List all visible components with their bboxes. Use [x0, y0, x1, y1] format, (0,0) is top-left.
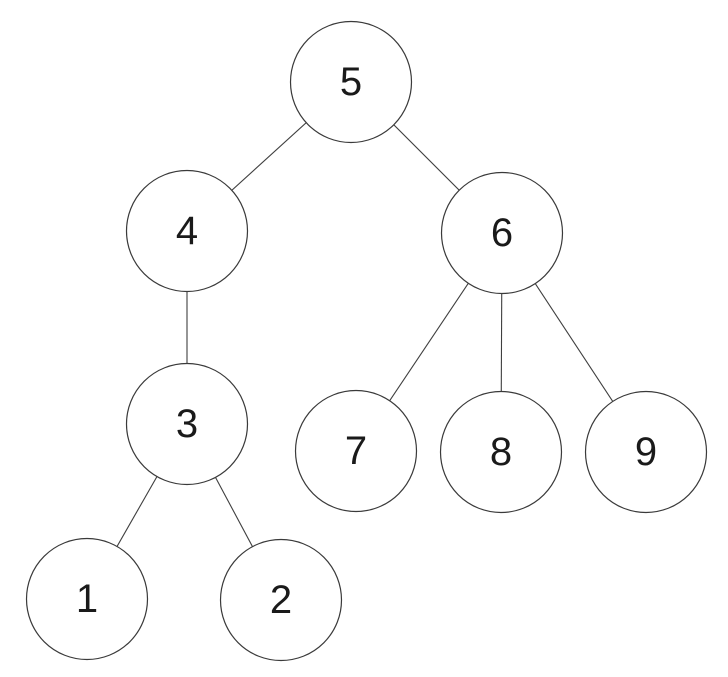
tree-node-circle-5 — [289, 20, 413, 144]
tree-node-circle-9 — [584, 390, 708, 514]
tree-node-circle-2 — [219, 538, 343, 662]
tree-node-label-4: 4 — [176, 209, 198, 253]
tree-node-label-7: 7 — [345, 429, 367, 473]
tree-node-label-6: 6 — [491, 211, 513, 255]
tree-node-label-5: 5 — [340, 60, 362, 104]
tree-node-label-8: 8 — [490, 430, 512, 474]
tree-node-circle-6 — [440, 171, 564, 295]
tree-node-7: 7 — [294, 389, 418, 513]
tree-node-4: 4 — [125, 169, 249, 293]
tree-node-3: 3 — [125, 362, 249, 486]
tree-node-circle-4 — [125, 169, 249, 293]
tree-node-2: 2 — [219, 538, 343, 662]
tree-node-circle-3 — [125, 362, 249, 486]
tree-node-6: 6 — [440, 171, 564, 295]
tree-node-1: 1 — [25, 537, 149, 661]
tree-edges-layer — [86, 81, 647, 601]
tree-node-label-9: 9 — [635, 430, 657, 474]
tree-node-label-3: 3 — [176, 402, 198, 446]
tree-node-5: 5 — [289, 20, 413, 144]
tree-node-8: 8 — [439, 390, 563, 514]
tree-node-circle-7 — [294, 389, 418, 513]
tree-node-circle-8 — [439, 390, 563, 514]
tree-nodes-layer: 5 4 6 3 7 8 9 1 2 — [25, 20, 708, 662]
tree-node-9: 9 — [584, 390, 708, 514]
tree-node-label-2: 2 — [270, 578, 292, 622]
tree-node-label-1: 1 — [76, 577, 98, 621]
tree-node-circle-1 — [25, 537, 149, 661]
